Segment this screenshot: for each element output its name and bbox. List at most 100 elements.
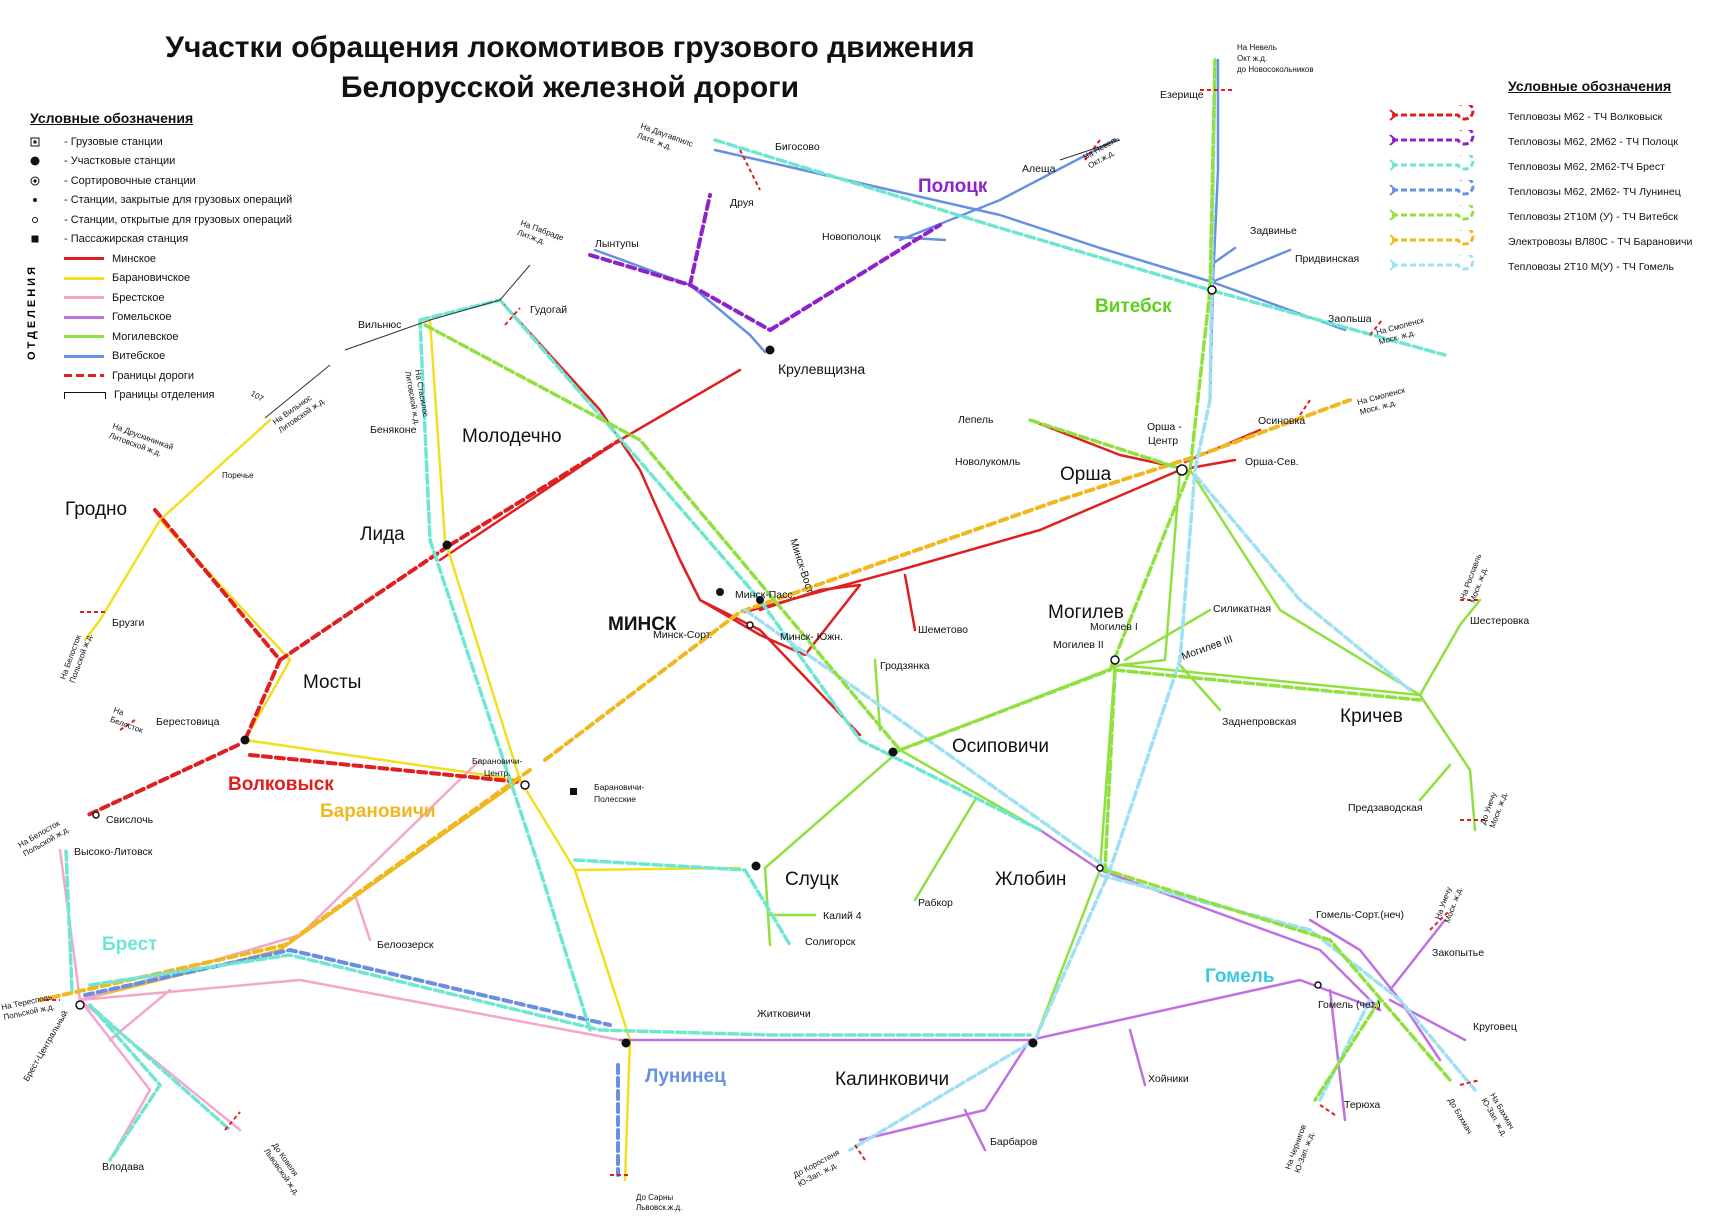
station-brest[interactable] — [75, 1000, 85, 1010]
legend-label: - Участковые станции — [64, 155, 176, 168]
label-mogilev1: Могилев I — [1090, 621, 1138, 633]
legend-right-label: Тепловозы М62, 2М62 - ТЧ Полоцк — [1508, 135, 1678, 148]
station-krulevshchizna[interactable] — [765, 345, 775, 355]
label-novopolotsk: Новополоцк — [822, 231, 881, 243]
title-line-1: Участки обращения локомотивов грузового … — [165, 31, 975, 64]
label-zaolsha: Заольша — [1328, 313, 1372, 325]
label-teryukha: Терюха — [1344, 1099, 1380, 1111]
svg-text:Львовск.ж.д.: Львовск.ж.д. — [636, 1203, 682, 1212]
legend-row-sorting: - Сортировочные станции — [30, 171, 330, 191]
label-bruzgi: Брузги — [112, 617, 145, 629]
line-brest-luninets — [78, 978, 622, 1042]
legend-left-heading: Условные обозначения — [30, 110, 194, 126]
station-slutsk[interactable] — [751, 861, 761, 871]
line-barbarov — [963, 1108, 987, 1152]
border-tick — [119, 719, 136, 731]
legend-label: Брестское — [112, 291, 165, 304]
label-novolukoml: Новолукомль — [955, 456, 1021, 468]
line-zhlobin-korosten — [858, 1038, 1032, 1142]
station-volkovysk[interactable] — [240, 735, 250, 745]
station-osipovichi[interactable] — [888, 747, 898, 757]
circ-brest-main — [88, 953, 1032, 1037]
label-silikatnaya: Силикатная — [1213, 603, 1271, 615]
circ-gomel-orsha — [743, 608, 1112, 872]
legend-label: Барановичское — [112, 272, 191, 285]
legend-label: - Грузовые станции — [64, 135, 163, 148]
label-shemetovo: Шеметово — [918, 624, 968, 636]
station-lida[interactable] — [442, 540, 452, 550]
station-gomel[interactable] — [1314, 981, 1322, 989]
station-bar-pol[interactable] — [570, 788, 577, 795]
legend-right-heading: Условные обозначения — [1508, 78, 1672, 94]
legend-row-section: - Участковые станции — [30, 152, 330, 172]
loop-arrow-icon — [1388, 151, 1508, 178]
label-bar-pol2: Полесские — [594, 794, 636, 804]
label-bigosovo: Бигосово — [775, 141, 820, 153]
legend-label: - Пассажирская станция — [64, 233, 189, 246]
label-soligorsk: Солигорск — [805, 936, 856, 948]
line-zadnepr — [1178, 663, 1222, 712]
line-gomel-kru — [1388, 998, 1467, 1042]
legend-label: Границы дороги — [112, 369, 194, 382]
line-brest-vlodava — [78, 998, 152, 1162]
label-bar-pol: Барановичи- — [594, 782, 645, 792]
line-orsha-mogilev — [1118, 468, 1182, 667]
label-brest: Брест — [102, 934, 157, 955]
station-zhlobin[interactable] — [1096, 864, 1104, 872]
loop-arrow-icon — [1388, 201, 1508, 228]
border-markers — [45, 89, 1485, 1176]
legend-label: Гомельское — [112, 311, 172, 324]
station-minsk-pass[interactable] — [716, 588, 724, 596]
circ-lun-brest — [83, 947, 612, 1027]
label-svisloch: Свислочь — [106, 814, 154, 826]
station-baranovichi[interactable] — [520, 780, 530, 790]
brest-line-swatch — [64, 296, 104, 300]
circ-brest-lida — [418, 318, 592, 1032]
label-gudogai: Гудогай — [530, 304, 567, 316]
label-minsk-sort: Минск-Сорт. — [653, 629, 712, 641]
station-svisloch[interactable] — [92, 811, 100, 819]
legend-label: Могилевское — [112, 330, 179, 343]
line-minsk-orsha — [743, 468, 1182, 614]
border-tick — [1459, 1079, 1481, 1086]
station-minsk-east[interactable] — [756, 596, 764, 604]
line-gomel-ring — [1308, 918, 1442, 1062]
label-bar-center: Барановичи- — [472, 756, 523, 766]
line-khoiniki — [1128, 1028, 1147, 1087]
station-mogilev[interactable] — [1110, 655, 1120, 665]
label-luninets: Лунинец — [645, 1066, 726, 1087]
label-gomel-chet: Гомель (чет.) — [1318, 999, 1381, 1011]
station-orsha[interactable] — [1176, 464, 1188, 476]
station-minsk-sort[interactable] — [746, 621, 754, 629]
label-predzavodskaya: Предзаводская — [1348, 802, 1423, 814]
station-luninets[interactable] — [621, 1038, 631, 1048]
label-osinovka: Осиновка — [1258, 415, 1305, 427]
station-vitebsk[interactable] — [1207, 285, 1217, 295]
legend-right-label: Тепловозы 2Т10М (У) - ТЧ Витебск — [1508, 210, 1678, 223]
border-tick — [504, 307, 521, 326]
line-mog-krichev — [1118, 663, 1422, 697]
gomel-line-swatch — [64, 315, 104, 319]
light-circulation — [64, 58, 1477, 1162]
title-line-2: Белорусской железной дороги — [340, 71, 800, 104]
line-lyntupy-krul — [593, 248, 767, 354]
divisions-vertical-label: ОТДЕЛЕНИЯ — [26, 264, 38, 360]
label-zhitkovichi: Житковичи — [757, 1008, 811, 1020]
label-krulevshchizna: Крулевщизна — [778, 361, 865, 377]
station-kalinkovichi[interactable] — [1028, 1038, 1038, 1048]
legend-row-road-border: Границы дороги — [30, 366, 330, 386]
passenger-station-icon — [30, 234, 64, 244]
mogilev-line-swatch — [64, 335, 104, 339]
circ-polotsk-drui — [688, 193, 712, 287]
label-vitebsk: Витебск — [1095, 296, 1172, 317]
line-grodz — [873, 658, 882, 732]
line-kalink-gomel — [1028, 978, 1382, 1042]
circ-vitebsk-ter — [1313, 998, 1382, 1102]
loop-arrow-icon — [1388, 126, 1508, 153]
legend-row-vitebsk: Витебское — [30, 347, 330, 367]
circ-gomel-ter — [1318, 998, 1372, 1102]
border-tick — [224, 1111, 241, 1131]
border-tick — [1429, 909, 1451, 931]
label-slutsk: Слуцк — [785, 869, 839, 890]
